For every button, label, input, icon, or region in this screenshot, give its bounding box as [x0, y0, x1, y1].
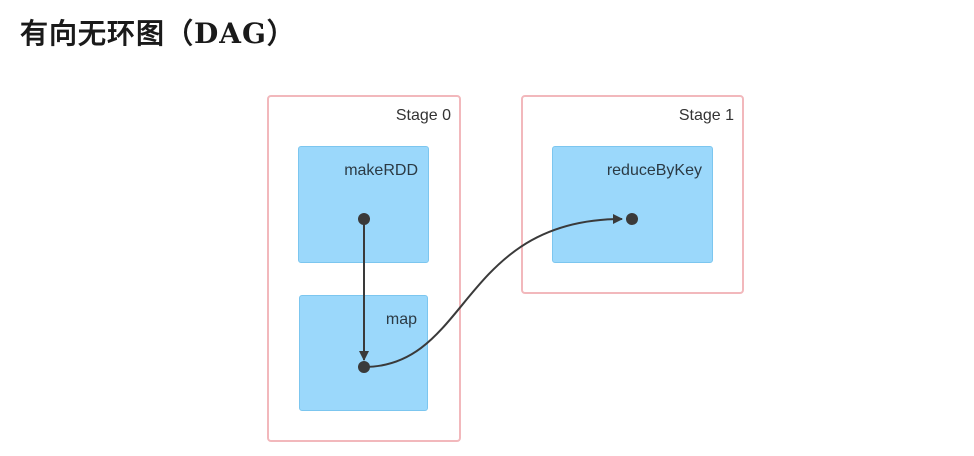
rdd-label-map: map	[385, 311, 417, 328]
node-dot-makerdd	[358, 213, 370, 225]
rdd-node-map: map	[299, 295, 428, 411]
edge-map-to-reducebykey	[363, 214, 623, 368]
rdd-label-reducebykey: reduceByKey	[606, 162, 702, 179]
node-dot-map	[358, 361, 370, 373]
node-dot-reducebykey	[626, 213, 638, 225]
rdd-label-makerdd: makeRDD	[344, 162, 418, 179]
stage-1-label: Stage 1	[678, 107, 734, 124]
page-title: 有向无环图（DAG）	[20, 17, 296, 50]
stage-0-label: Stage 0	[395, 107, 451, 124]
rdd-node-reducebykey: reduceByKey	[552, 146, 713, 263]
